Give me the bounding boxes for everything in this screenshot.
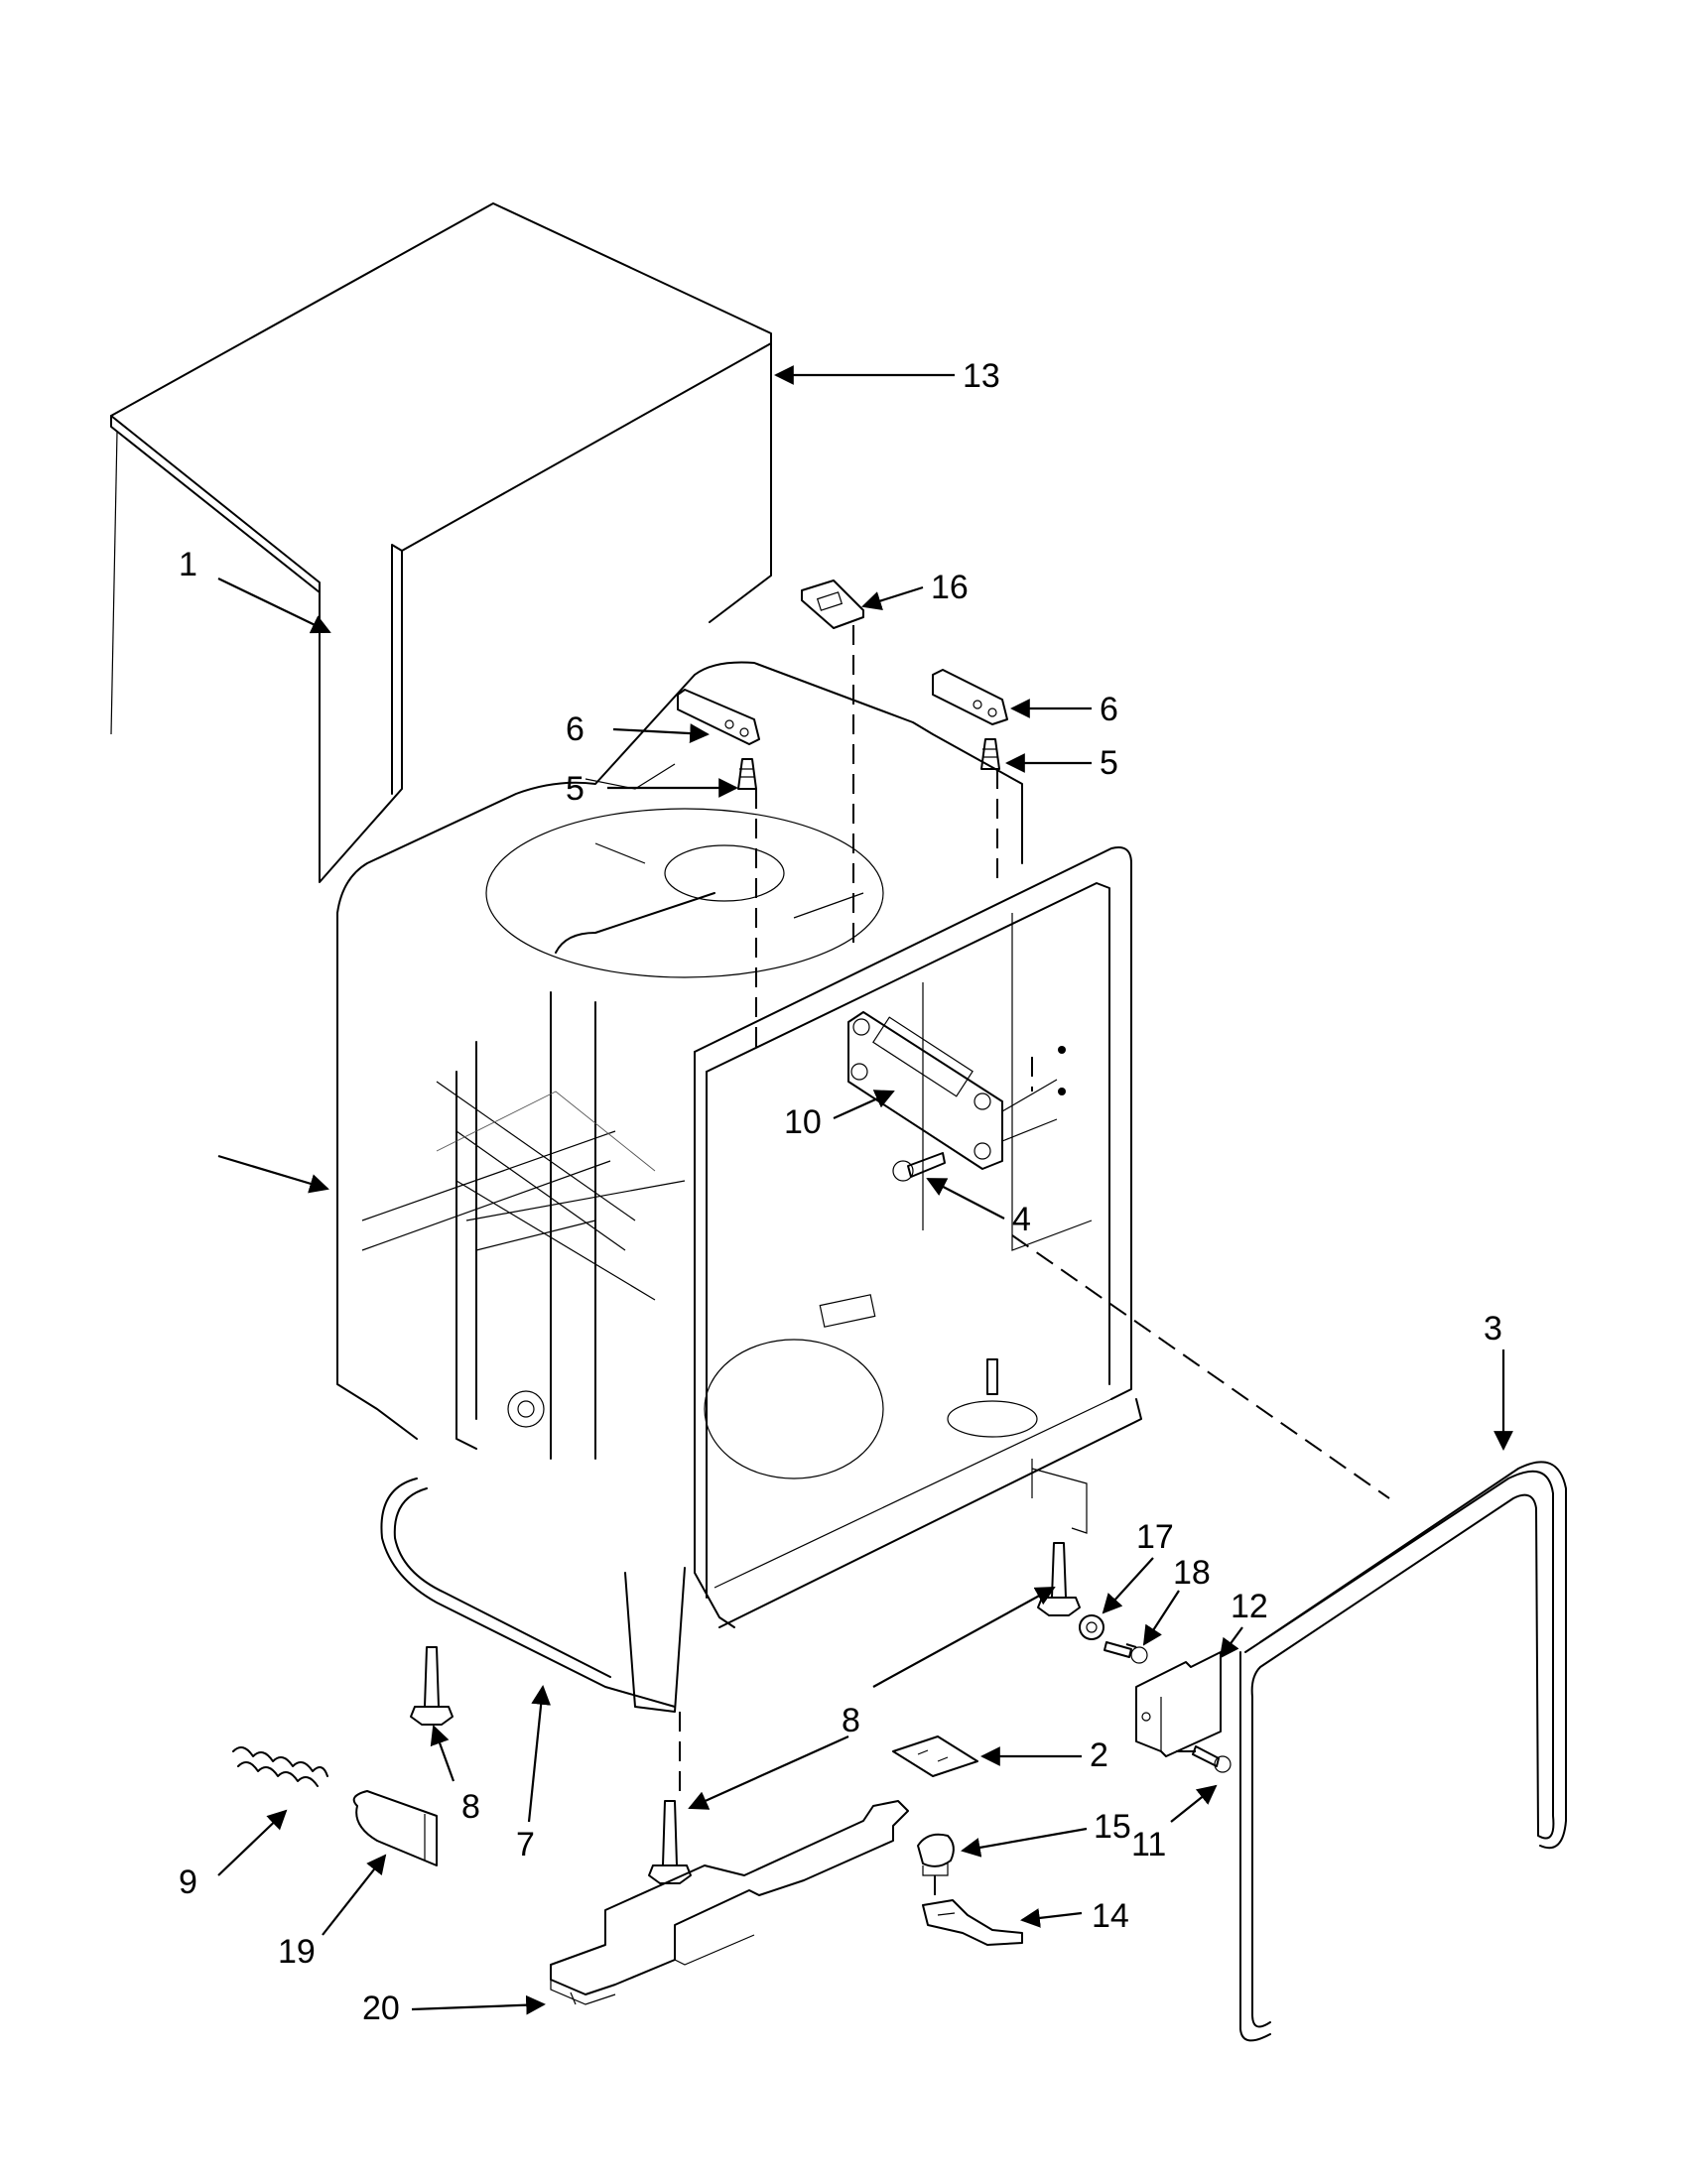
part-13-insulation-blanket (110, 202, 772, 883)
callout-2: 2 (1090, 1736, 1108, 1774)
part-8-leg-center (648, 1800, 692, 1884)
callout-10: 10 (784, 1103, 822, 1141)
callout-11: 11 (1131, 1826, 1166, 1863)
part-14-bracket (922, 1899, 1023, 1946)
alignment-lines (679, 625, 1390, 1900)
part-1-tub-assembly (336, 661, 1142, 1713)
part-8-leg-right (1037, 1542, 1081, 1616)
callout-6-left: 6 (566, 710, 584, 748)
callout-17: 17 (1136, 1518, 1174, 1556)
callout-labels: 13 16 6 5 6 5 1 10 4 3 17 18 12 8 2 15 1… (179, 357, 1502, 2027)
part-2-pad (892, 1735, 978, 1777)
callout-5-left: 5 (566, 770, 584, 808)
callout-14: 14 (1092, 1897, 1129, 1935)
leader-lines (217, 365, 1513, 2015)
part-5-screw-left (737, 758, 757, 790)
part-20-panel (550, 1800, 909, 2005)
part-3-door-gasket (1239, 1461, 1567, 2042)
callout-5-right: 5 (1100, 744, 1118, 782)
part-19-pad (352, 1790, 438, 1866)
part-11-screw (1192, 1745, 1232, 1773)
part-8-leg-left (410, 1646, 454, 1726)
part-12-bracket (1135, 1651, 1222, 1757)
part-15-sensor (917, 1833, 955, 1876)
callout-20: 20 (362, 1990, 400, 2027)
part-5-screw-right (980, 738, 1000, 770)
callout-13: 13 (963, 357, 1000, 395)
part-10-bracket (847, 1011, 1066, 1170)
callout-6-right: 6 (1100, 691, 1118, 728)
part-4-screw (892, 1152, 946, 1182)
callout-16: 16 (931, 569, 969, 606)
callout-8-right: 8 (842, 1702, 860, 1739)
part-17-nut (1079, 1614, 1104, 1640)
part-18-screw (1104, 1641, 1148, 1664)
callout-15: 15 (1094, 1808, 1131, 1846)
callout-4: 4 (1012, 1201, 1031, 1238)
callout-3: 3 (1484, 1310, 1502, 1348)
part-6-bracket-right (932, 669, 1008, 725)
callout-9: 9 (179, 1863, 197, 1901)
part-16-clip (801, 579, 864, 629)
part-6-bracket-left (677, 689, 760, 745)
callout-1: 1 (179, 546, 197, 583)
callout-12: 12 (1231, 1588, 1268, 1625)
callout-7: 7 (516, 1826, 535, 1863)
callout-8-left: 8 (461, 1788, 480, 1826)
part-9-spring (232, 1746, 328, 1787)
callout-19: 19 (278, 1933, 316, 1971)
callout-18: 18 (1173, 1554, 1211, 1592)
